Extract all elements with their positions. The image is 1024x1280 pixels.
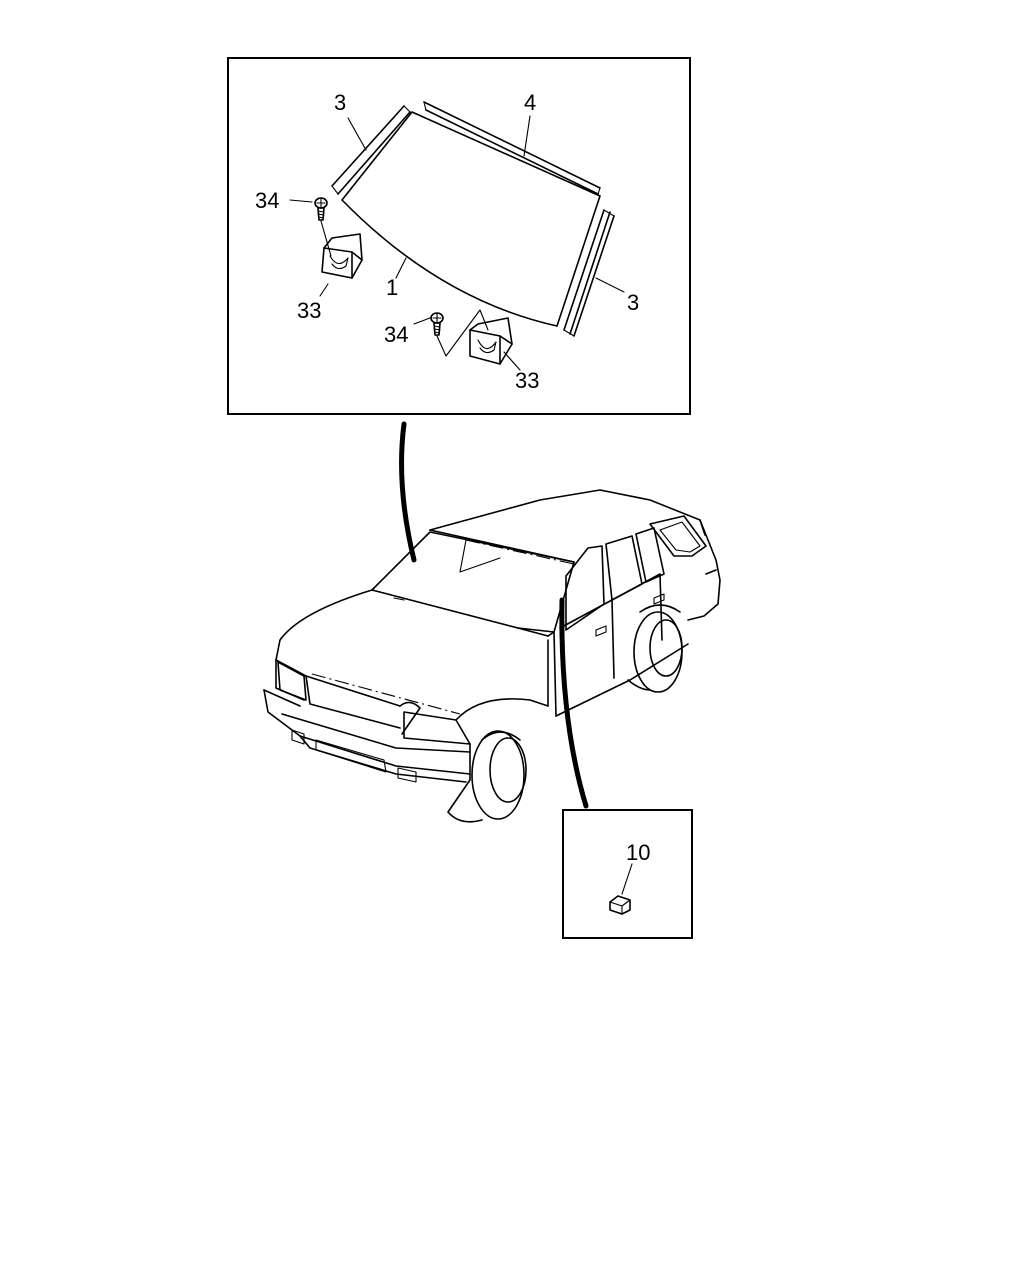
callout-clip-left: 33 <box>297 298 321 323</box>
callout-molding-right: 3 <box>627 290 639 315</box>
clip-icon <box>469 317 513 365</box>
screw-icon <box>314 197 332 257</box>
callout-molding-left: 3 <box>334 90 346 115</box>
connector-to-windshield <box>399 421 417 563</box>
callout-molding-top: 4 <box>524 90 536 115</box>
left-molding <box>331 105 411 195</box>
leader-lines <box>289 115 625 371</box>
upper-molding <box>423 101 601 195</box>
screw-icon <box>430 309 489 357</box>
windshield-detail-panel: 3 4 34 1 3 33 34 33 <box>227 57 691 415</box>
block-part-icon <box>609 895 631 915</box>
windshield-glass <box>341 111 601 327</box>
leader-part-10 <box>621 863 633 895</box>
callout-screw-left: 34 <box>255 188 279 213</box>
callout-clip-center: 33 <box>515 368 539 393</box>
callout-screw-center: 34 <box>384 322 408 347</box>
right-molding <box>563 209 615 337</box>
callout-part-10: 10 <box>626 840 650 865</box>
callout-windshield-glass: 1 <box>386 275 398 300</box>
part-10-detail-panel: 10 <box>562 809 693 939</box>
vehicle-icon <box>263 489 721 823</box>
windshield-detail-frame <box>227 57 691 415</box>
part-10-detail-frame <box>562 809 693 939</box>
clip-icon <box>321 233 363 279</box>
